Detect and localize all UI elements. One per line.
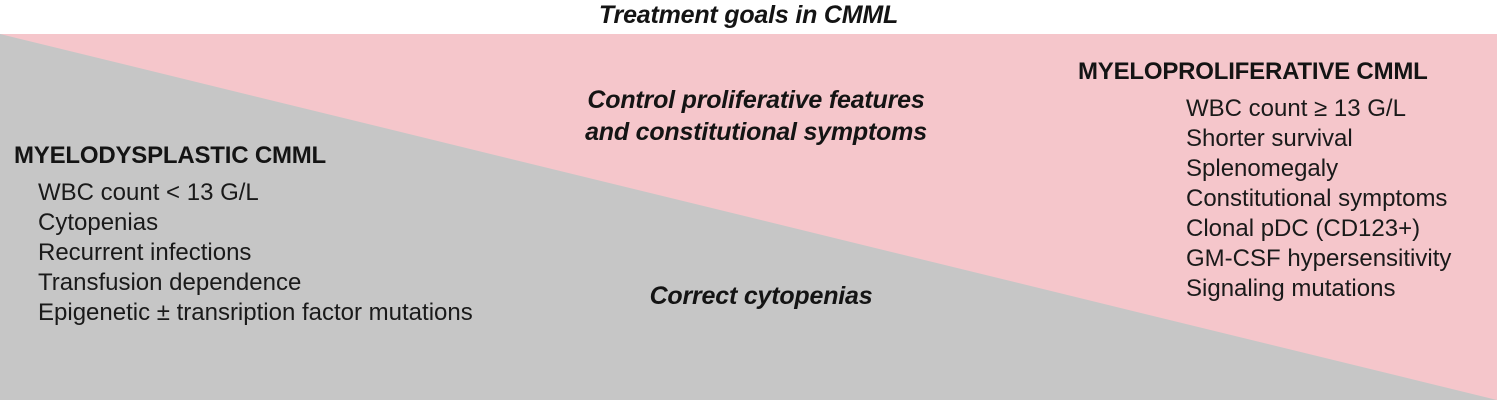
goal-correct-cytopenias: Correct cytopenias: [649, 282, 873, 310]
list-item: Epigenetic ± transription factor mutatio…: [38, 299, 473, 326]
list-item: WBC count < 13 G/L: [38, 179, 259, 206]
list-item: Signaling mutations: [1186, 275, 1396, 302]
myeloproliferative-feature-list: WBC count ≥ 13 G/L Shorter survival Sple…: [1078, 94, 1451, 304]
list-item: Splenomegaly: [1186, 155, 1339, 182]
list-item: Shorter survival: [1186, 125, 1353, 152]
goal-line-1: Control proliferative features: [587, 86, 925, 114]
myeloproliferative-heading: MYELOPROLIFERATIVE CMML: [1078, 58, 1428, 85]
list-item: GM-CSF hypersensitivity: [1186, 245, 1452, 272]
list-item: Clonal pDC (CD123+): [1186, 215, 1421, 242]
myelodysplastic-heading: MYELODYSPLASTIC CMML: [14, 142, 326, 169]
goal-control-proliferative: Control proliferative features and const…: [556, 84, 956, 148]
list-item: Recurrent infections: [38, 239, 252, 266]
list-item: Cytopenias: [38, 209, 159, 236]
myelodysplastic-panel: MYELODYSPLASTIC CMML WBC count < 13 G/L …: [14, 142, 473, 328]
spectrum-banner: [0, 34, 1497, 400]
figure-title: Treatment goals in CMML: [598, 1, 899, 29]
myelodysplastic-feature-list: WBC count < 13 G/L Cytopenias Recurrent …: [14, 178, 473, 328]
list-item: Constitutional symptoms: [1186, 185, 1448, 212]
list-item: Transfusion dependence: [38, 269, 302, 296]
myeloproliferative-panel: MYELOPROLIFERATIVE CMML WBC count ≥ 13 G…: [1078, 58, 1451, 304]
list-item: WBC count ≥ 13 G/L: [1186, 95, 1406, 122]
goal-line-2: and constitutional symptoms: [585, 118, 927, 146]
